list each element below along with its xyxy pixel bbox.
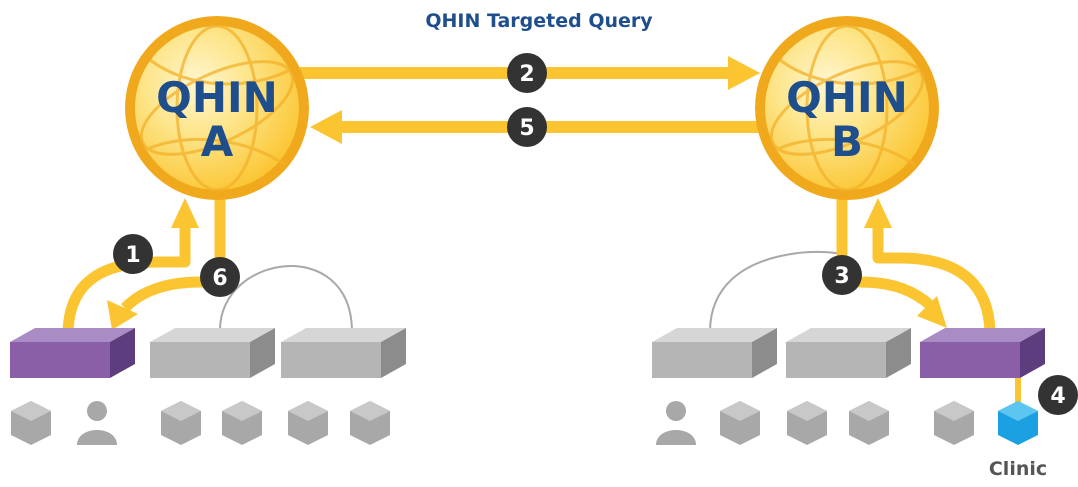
hexagon-icon [288, 401, 328, 445]
person-icon [656, 401, 696, 445]
globe-b-grid-icon [769, 24, 925, 192]
step-badge-2: 2 [507, 53, 547, 93]
arrow-5 [310, 110, 765, 144]
endpoint-icons [11, 401, 1038, 445]
participant-node-gray-3 [652, 328, 777, 378]
step-badge-3: 3 [822, 255, 862, 295]
qhin-b-globe: QHIN B [755, 16, 939, 200]
hexagon-icon [11, 401, 51, 445]
svg-text:2: 2 [519, 62, 534, 87]
clinic-label: Clinic [989, 458, 1047, 480]
hexagon-icon [222, 401, 262, 445]
hexagon-icon [161, 401, 201, 445]
hexagon-icon [849, 401, 889, 445]
hexagon-icon [720, 401, 760, 445]
svg-text:3: 3 [834, 264, 849, 289]
arrow-1-head [171, 198, 199, 228]
participant-node-purple-left [10, 328, 135, 378]
network-connectors [219, 250, 843, 331]
diagram-title: QHIN Targeted Query [425, 10, 653, 32]
arrow-3-head [917, 296, 947, 328]
qhin-a-globe: QHIN A [125, 16, 309, 200]
step-badge-1: 1 [113, 234, 153, 274]
arrow-6 [120, 198, 226, 312]
arrow-6-head [107, 300, 138, 330]
arrow-1 [62, 225, 191, 336]
arrow-4-return [872, 225, 996, 336]
participant-node-purple-right [920, 328, 1045, 378]
clinic-hexagon-icon [998, 401, 1038, 445]
svg-text:4: 4 [1050, 384, 1065, 409]
svg-text:1: 1 [125, 243, 140, 268]
svg-text:6: 6 [212, 266, 227, 291]
qhin-b-label-line2: B [831, 117, 863, 166]
qhin-a-label-line1: QHIN [156, 73, 278, 122]
arrow-4-return-head [864, 198, 892, 228]
globe-a-grid-icon [139, 24, 295, 192]
step-badge-5: 5 [507, 107, 547, 147]
step-badge-4: 4 [1038, 375, 1078, 415]
person-icon [77, 401, 117, 445]
qhin-b-label-line1: QHIN [786, 73, 908, 122]
participant-node-gray-2 [281, 328, 406, 378]
participant-node-gray-1 [150, 328, 275, 378]
svg-text:5: 5 [519, 116, 534, 141]
step-badge-6: 6 [200, 257, 240, 297]
hexagon-icon [934, 401, 974, 445]
hexagon-icon [787, 401, 827, 445]
clinic-connector [1015, 378, 1021, 408]
participant-node-gray-4 [786, 328, 911, 378]
qhin-a-label-line2: A [201, 117, 234, 166]
hexagon-icon [350, 401, 390, 445]
